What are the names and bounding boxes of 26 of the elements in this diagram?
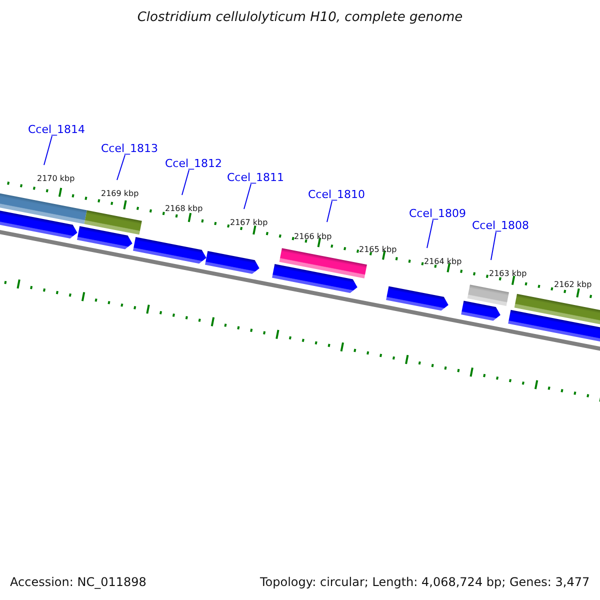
- gene-label: Ccel_1814: [28, 123, 86, 136]
- gene-label: Ccel_1812: [165, 157, 222, 170]
- position-label: 2170 kbp: [37, 174, 75, 184]
- leader-line: [182, 170, 190, 196]
- position-label: 2162 kbp: [554, 280, 592, 290]
- gene-label: Ccel_1813: [101, 142, 158, 155]
- position-label: 2164 kbp: [424, 257, 462, 267]
- position-label: 2169 kbp: [101, 189, 139, 199]
- leader-line: [426, 220, 434, 248]
- footer-text: Topology: circular; Length: 4,068,724 bp; Genes: 3,477: [260, 575, 590, 589]
- leader-line: [116, 154, 126, 180]
- gene-label: Ccel_1809: [409, 207, 466, 220]
- position-label: 2167 kbp: [230, 218, 268, 228]
- position-label: 2168 kbp: [165, 204, 203, 214]
- gene-label: Ccel_1811: [227, 171, 284, 184]
- footer-text: Accession: NC_011898: [10, 575, 146, 589]
- position-label: 2165 kbp: [359, 245, 397, 255]
- position-label: 2163 kbp: [489, 269, 527, 279]
- leader-line: [490, 232, 496, 260]
- gene-label: Ccel_1808: [472, 219, 530, 232]
- gene-label: Ccel_1810: [308, 188, 366, 201]
- title: Clostridium cellulolyticum H10, complete genome: [136, 10, 464, 25]
- leader-line: [44, 136, 52, 166]
- leader-line: [244, 184, 252, 210]
- position-label: 2166 kbp: [294, 232, 332, 242]
- leader-line: [326, 200, 332, 222]
